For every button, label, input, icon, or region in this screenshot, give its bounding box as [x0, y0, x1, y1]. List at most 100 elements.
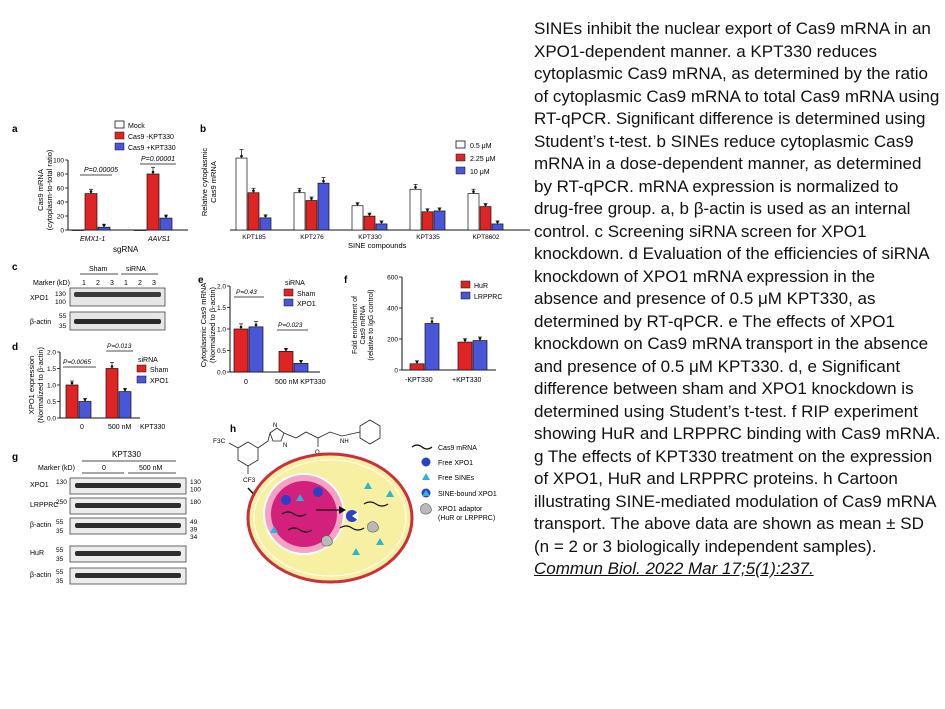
panel-c-marker-100: 100: [55, 299, 66, 306]
data-point: [110, 365, 114, 368]
data-point: [164, 214, 168, 218]
bar: [146, 173, 160, 231]
blot-band: [75, 503, 181, 508]
panel-f-xlabel-minus: -KPT330: [405, 377, 433, 384]
data-point: [415, 360, 419, 364]
data-point: [102, 223, 106, 227]
chem-o: O: [315, 450, 320, 456]
y-tick-label: 1.5: [47, 366, 56, 373]
free-sine-icon: [376, 538, 384, 545]
panel-g-label: g: [12, 452, 18, 463]
figure: a Cas9 mRNA (cytoplasm-to-total ratio) 0…: [12, 120, 530, 585]
data-point: [463, 338, 467, 342]
panel-a-label: a: [12, 124, 18, 135]
panel-a-group-emx1: EMX1-1: [80, 236, 105, 243]
panel-e-ylabel2: (Normalized to β-actin): [208, 286, 217, 363]
legend-free-sines-icon: [422, 473, 430, 480]
bar: [293, 363, 309, 373]
y-tick-label: 80: [57, 172, 65, 179]
marker-kd-left: 250: [56, 499, 67, 506]
cas9-mrna-icon: [281, 511, 307, 517]
marker-kd-right: 39: [190, 527, 198, 534]
legend-swatch-minus-kpt: [114, 131, 125, 140]
panel-d-xlabel-500: 500 nM: [108, 424, 132, 431]
panel-f-ylabel: Fold enrichment of: [352, 296, 359, 354]
legend-label-cas9-mrna: Cas9 mRNA: [438, 445, 477, 452]
legend-label-sham-e: Sham: [297, 291, 315, 298]
panel-e: e Cytoplasmic Cas9 mRNA (Normalized to β…: [198, 275, 326, 386]
data-point: [368, 212, 371, 216]
citation-link[interactable]: Commun Biol. 2022 Mar 17;5(1):237.: [534, 559, 814, 578]
cas9-mrna-icon: [363, 501, 389, 507]
y-tick-label: 100: [53, 158, 64, 165]
panel-b-label: b: [200, 124, 206, 135]
caption-text: SINEs inhibit the nuclear export of Cas9…: [534, 19, 941, 556]
marker-kd-left: 35: [56, 556, 64, 563]
bar: [133, 229, 147, 231]
panel-b-ylabel: Relative cytoplasmic: [200, 148, 209, 217]
legend-label-xpo1-adaptor-sub: (HuR or LRPPRC): [438, 515, 495, 522]
lane-number: 3: [110, 280, 114, 287]
cas9-mrna-icon: [287, 527, 313, 533]
chem-f3c: F3C: [213, 438, 226, 445]
lane-number: 1: [82, 280, 86, 287]
panel-c-marker-label: Marker (kD): [33, 280, 70, 287]
panel-c-marker-130: 130: [55, 291, 66, 298]
panel-g-marker-label: Marker (kD): [38, 465, 75, 472]
data-point: [438, 207, 441, 211]
data-point: [298, 189, 301, 193]
panel-a-xlabel: sgRNA: [113, 245, 139, 254]
bar: [78, 401, 92, 419]
marker-kd-left: 55: [56, 569, 64, 576]
panel-f-ylabel3: (relative to IgG control): [368, 289, 375, 360]
bar: [293, 192, 306, 231]
data-point: [299, 360, 303, 363]
marker-kd-right: 34: [190, 534, 198, 541]
marker-kd-left: 55: [56, 547, 64, 554]
legend-swatch-lrpprc: [460, 291, 471, 300]
panel-e-pvalue-2: P=0.023: [278, 322, 303, 329]
panel-a-legend: Mock Cas9 -KPT330 Cas9 +KPT330: [114, 120, 176, 152]
data-point: [252, 189, 255, 193]
y-tick-label: 0.5: [47, 399, 56, 406]
bar: [375, 223, 388, 231]
legend-label-hur: HuR: [474, 283, 488, 290]
panel-d-xlabel-kpt: KPT330: [140, 424, 165, 431]
bar: [421, 211, 434, 231]
panel-d-yticks: 0.00.51.01.52.0: [47, 350, 60, 423]
chemical-structure: [228, 419, 381, 474]
data-point: [426, 208, 429, 212]
panel-h: h F3C CF3 N N NH O: [213, 419, 497, 584]
blot-row-label: β-actin: [30, 572, 51, 579]
legend-swatch-plus-kpt: [114, 142, 125, 151]
y-tick-label: 20: [57, 214, 65, 221]
panel-g-title: KPT330: [112, 450, 141, 459]
panel-f-legend: HuR LRPPRC: [460, 280, 502, 301]
y-tick-label: 600: [387, 275, 398, 282]
free-xpo1-icon: [313, 487, 323, 497]
legend-label-free-xpo1: Free XPO1: [438, 460, 473, 467]
panel-e-legend-title: siRNA: [285, 280, 305, 287]
legend-swatch-hur: [460, 280, 471, 289]
legend-label-0-5um: 0.5 μM: [470, 143, 492, 150]
legend-free-xpo1-icon: [421, 457, 431, 467]
y-tick-label: 2.0: [47, 350, 56, 357]
panel-f-ylabel2: Cas9 mRNA: [360, 305, 367, 344]
panel-e-xlabel-500: 500 nM KPT330: [275, 379, 326, 386]
bar: [317, 182, 330, 231]
legend-swatch-10um: [455, 166, 466, 175]
bond-1: [257, 432, 271, 449]
bar: [71, 229, 85, 231]
data-point: [264, 214, 267, 218]
lane-number: 1: [124, 280, 128, 287]
marker-kd-right: 130: [190, 479, 201, 486]
data-point: [356, 202, 359, 206]
panel-d-legend: siRNA Sham XPO1: [136, 357, 169, 385]
panel-c-marker-55: 55: [59, 313, 67, 320]
legend-swatch-0-5um: [455, 140, 466, 149]
y-tick-label: 0: [60, 228, 64, 235]
panel-d: d XPO1 expression (Normalized to β-actin…: [12, 342, 169, 431]
